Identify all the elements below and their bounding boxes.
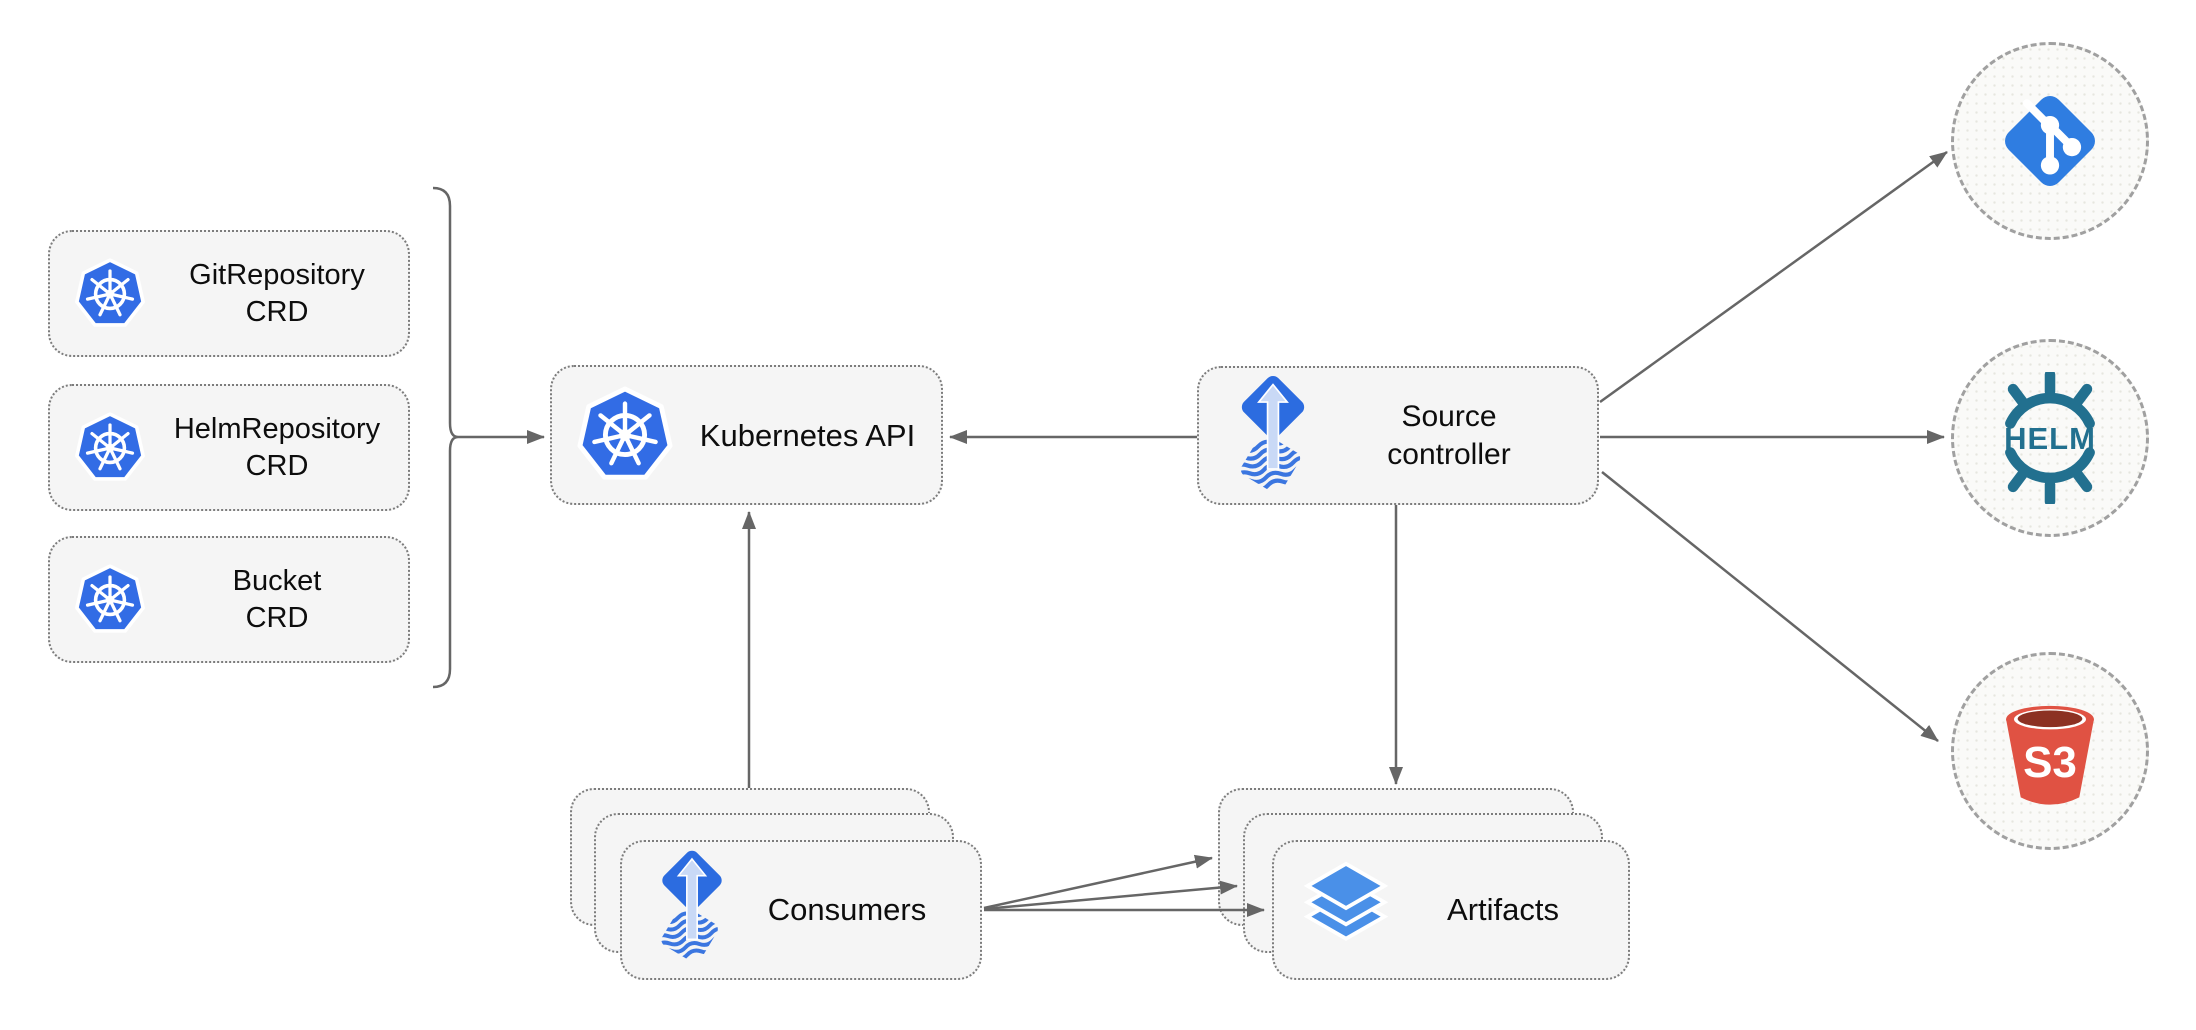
kubernetes-icon xyxy=(74,564,146,636)
node-source-controller: Source controller xyxy=(1197,366,1599,505)
consumers-label: Consumers xyxy=(767,892,927,927)
helm-icon xyxy=(1984,372,2116,504)
source-controller-label: Source controller xyxy=(1315,398,1597,474)
helmrepository-crd-line2: CRD xyxy=(245,449,309,482)
kubernetes-icon xyxy=(74,258,146,330)
s3-bucket-icon xyxy=(1989,690,2111,812)
kubernetes-icon xyxy=(74,412,146,484)
source-controller-line2: controller xyxy=(1387,437,1511,471)
gitrepository-crd-line2: CRD xyxy=(245,295,309,328)
node-s3-source xyxy=(1951,652,2149,850)
node-kubernetes-api: Kubernetes API xyxy=(550,365,943,505)
source-controller-line1: Source xyxy=(1401,399,1497,433)
kubernetes-icon xyxy=(576,386,674,484)
grouping-bracket xyxy=(432,186,459,689)
arrow-source-controller-to-git xyxy=(1599,150,1948,404)
helmrepository-crd-line1: HelmRepository xyxy=(173,412,381,445)
flux-icon xyxy=(1231,372,1315,499)
node-helm-source xyxy=(1951,339,2149,537)
node-git-source xyxy=(1951,42,2149,240)
node-artifacts: Artifacts xyxy=(1272,840,1630,980)
flux-icon xyxy=(652,847,732,973)
bucket-crd-line2: CRD xyxy=(245,601,309,634)
arrow-consumers-to-artifacts-1 xyxy=(983,854,1213,910)
kubernetes-api-label: Kubernetes API xyxy=(699,417,916,453)
node-consumers: Consumers xyxy=(620,840,982,980)
git-icon xyxy=(1989,80,2111,202)
gitrepository-crd-line1: GitRepository xyxy=(189,258,365,291)
layers-icon xyxy=(1296,860,1396,961)
bucket-crd-line1: Bucket xyxy=(232,564,322,597)
arrow-consumers-to-artifacts-2 xyxy=(983,880,1238,911)
arrow-source-controller-to-s3 xyxy=(1601,471,1939,742)
artifacts-label: Artifacts xyxy=(1447,892,1559,927)
